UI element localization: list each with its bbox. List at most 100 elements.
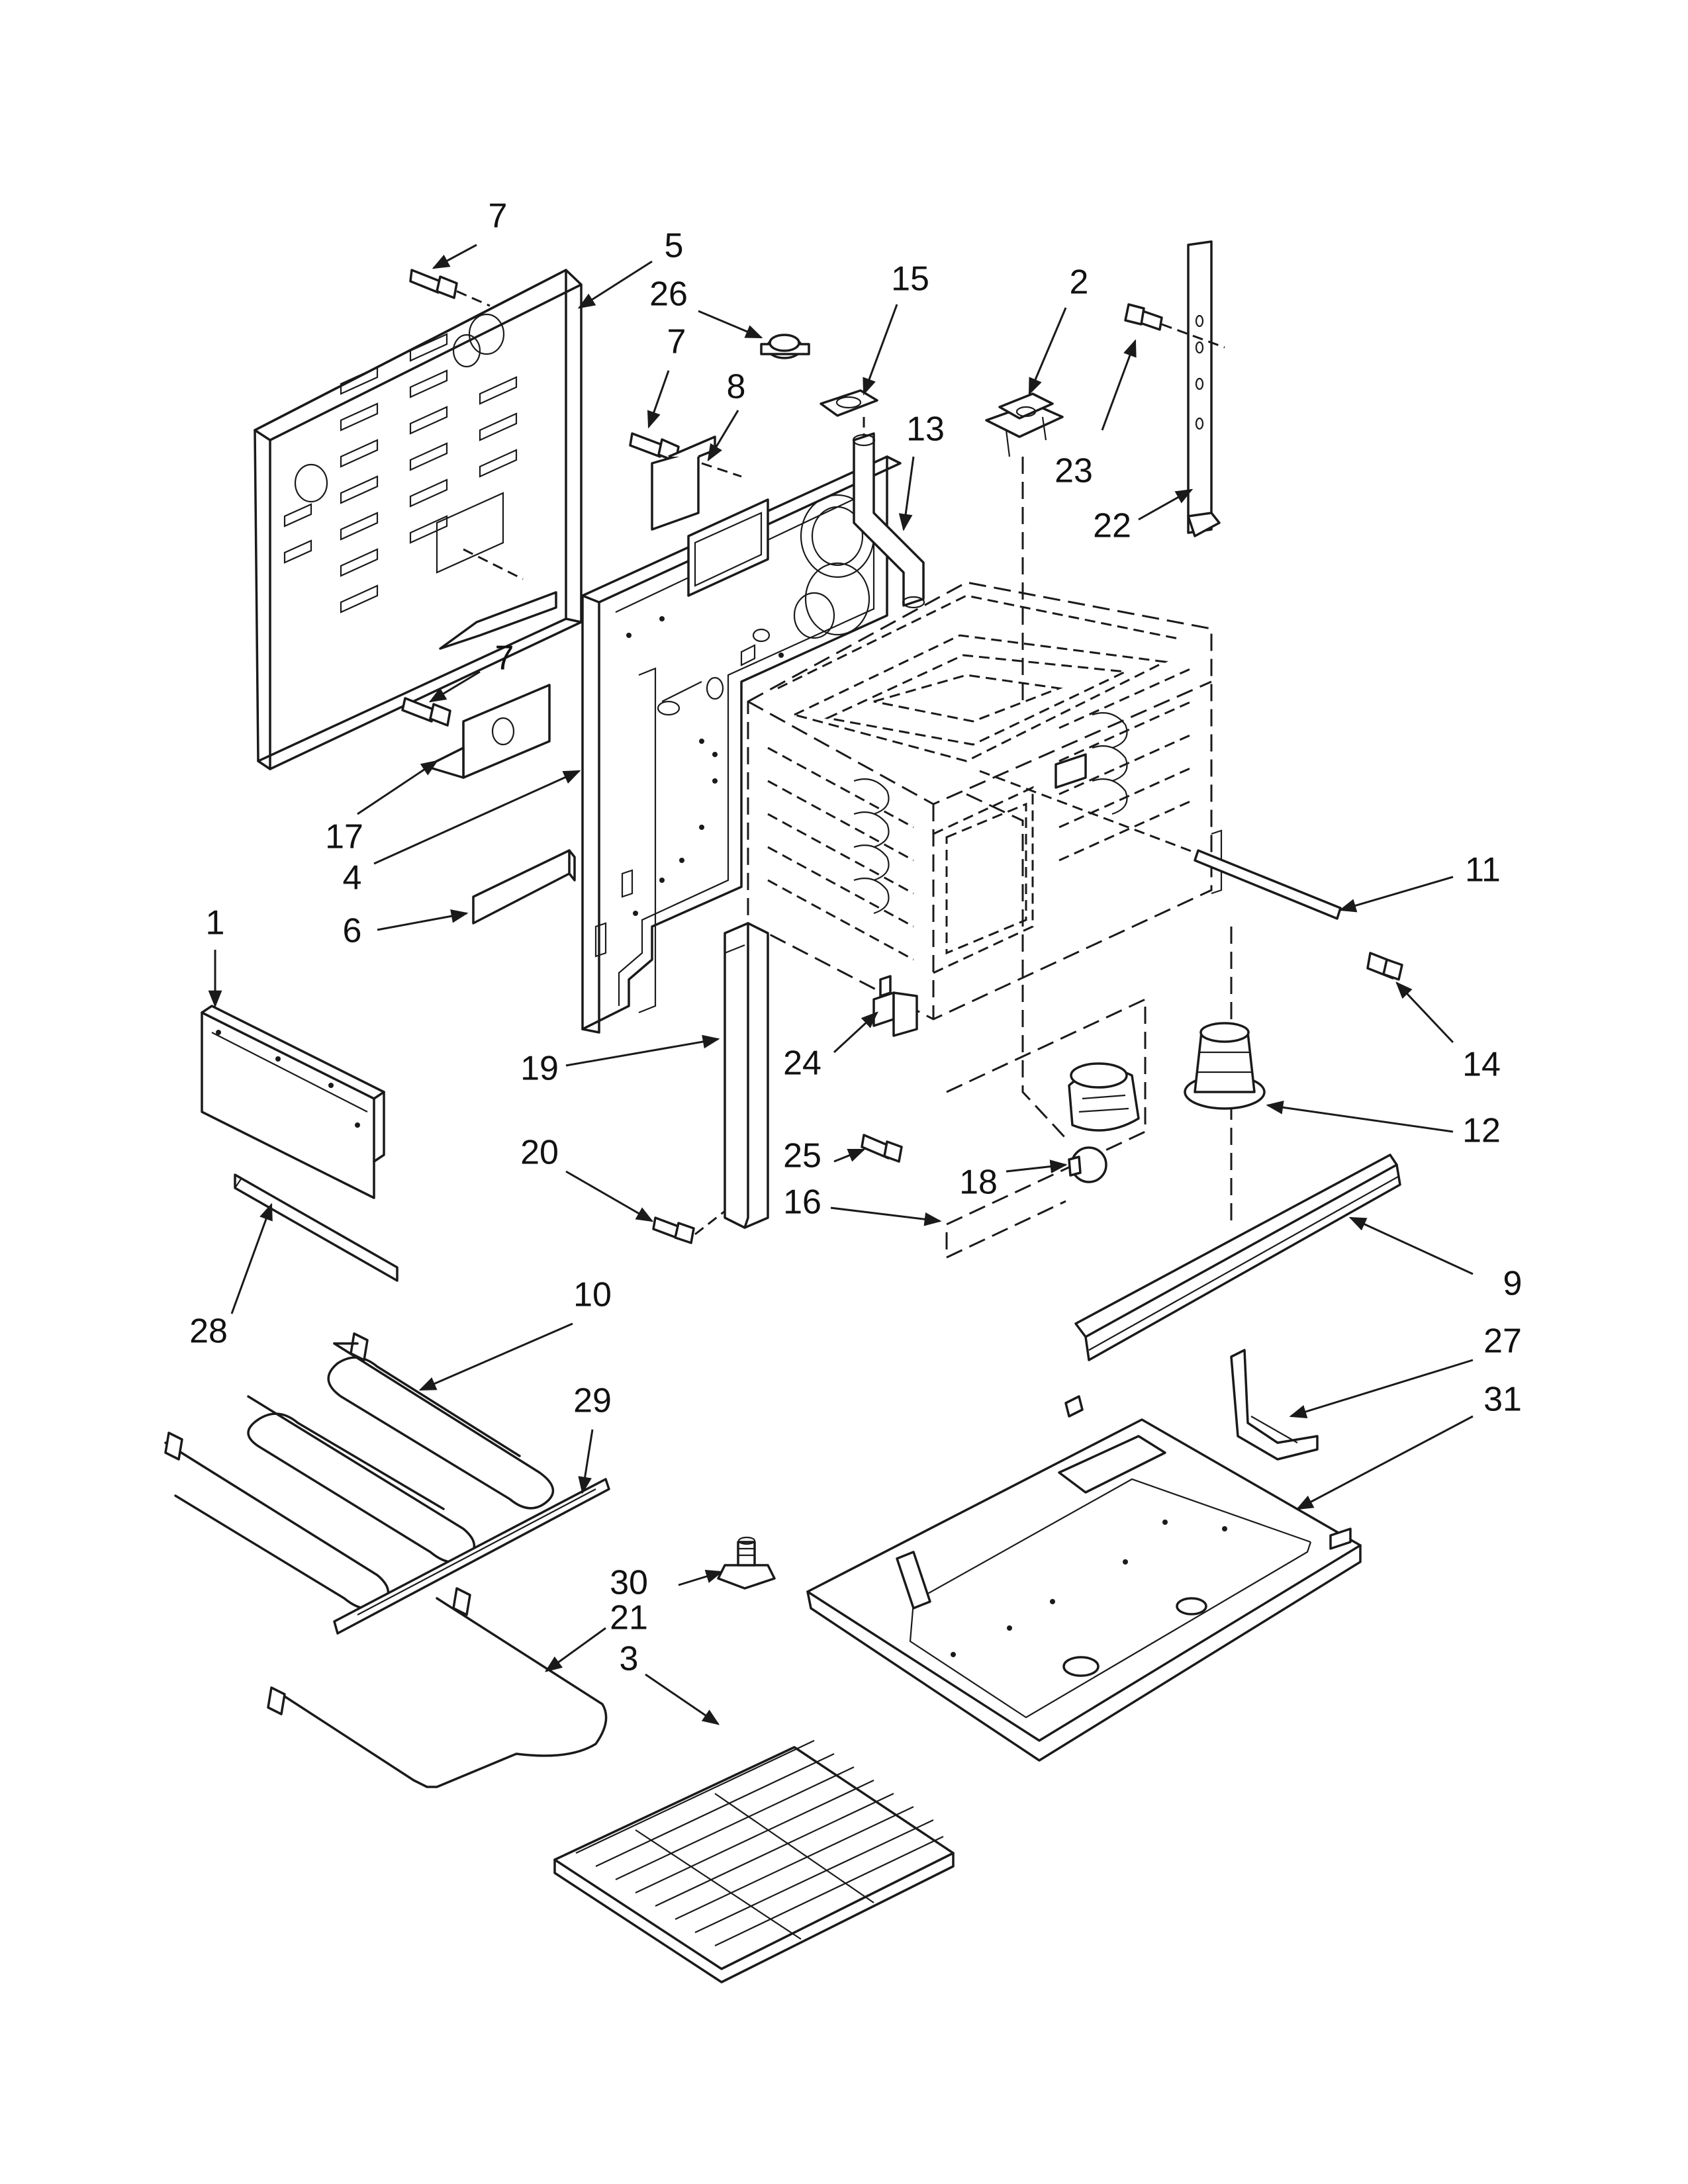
part-18-bulb — [1068, 1146, 1107, 1183]
part-29-support-rail — [333, 1478, 610, 1635]
callout-1: 1 — [206, 904, 225, 942]
callout-23: 23 — [1055, 452, 1093, 490]
leader-31 — [1295, 1415, 1474, 1510]
part-25-screw — [861, 1134, 903, 1163]
part-23-screw — [1124, 303, 1225, 349]
leader-17 — [357, 760, 439, 815]
leader-11 — [1338, 876, 1454, 913]
callout-26: 26 — [649, 275, 688, 314]
callout-6: 6 — [343, 912, 362, 950]
part-11-rod — [979, 770, 1342, 920]
leader-5 — [577, 260, 653, 309]
part-28-strip — [234, 1173, 399, 1282]
callout-25: 25 — [783, 1137, 821, 1175]
callout-4: 4 — [343, 859, 362, 897]
part-7-screw-top — [409, 269, 491, 307]
callout-9: 9 — [1503, 1265, 1523, 1303]
leader-9 — [1348, 1216, 1474, 1275]
callout-3: 3 — [620, 1640, 639, 1678]
part-5-rear-panel — [254, 269, 583, 770]
oven-cavity-assembly — [747, 457, 1233, 1224]
leader-15 — [863, 304, 898, 396]
part-16-fan-kit — [945, 997, 1147, 1259]
callout-19: 19 — [520, 1050, 559, 1088]
leader-21 — [544, 1627, 606, 1672]
callout-8: 8 — [727, 368, 746, 406]
part-27-anti-tip-bracket — [1230, 1349, 1319, 1461]
part-3-oven-rack — [553, 1740, 955, 1983]
part-22-brace — [1187, 240, 1221, 537]
callout-22: 22 — [1093, 507, 1131, 545]
part-8-bracket — [651, 435, 742, 531]
part-10-broil-element — [164, 1332, 555, 1610]
leader-4 — [373, 770, 581, 865]
callout-labels: 7 5 26 15 2 7 8 13 23 22 7 17 4 6 1 11 1… — [189, 197, 1522, 1678]
leader-14 — [1395, 981, 1454, 1044]
leader-7a — [432, 244, 477, 269]
leader-29 — [578, 1429, 594, 1494]
leader-26 — [698, 310, 763, 339]
callout-7a: 7 — [489, 197, 508, 236]
leader-7b — [647, 370, 670, 429]
leader-7c — [428, 670, 481, 703]
leader-23 — [1101, 339, 1137, 431]
callout-27: 27 — [1483, 1322, 1522, 1361]
callout-10: 10 — [573, 1276, 612, 1314]
part-7-screw-low — [401, 697, 451, 727]
part-6-strip — [472, 849, 576, 925]
callout-11: 11 — [1465, 851, 1501, 889]
part-24-switch — [872, 975, 918, 1037]
part-21-bake-element — [267, 1587, 608, 1788]
part-19-trim-strip — [724, 922, 769, 1229]
leader-12 — [1266, 1101, 1454, 1133]
callout-13: 13 — [906, 410, 945, 449]
leader-28 — [230, 1203, 273, 1314]
callout-20: 20 — [520, 1134, 559, 1172]
part-17-bracket — [429, 684, 551, 779]
leader-8 — [707, 410, 739, 462]
part-26-thermostat — [760, 334, 810, 359]
leader-27 — [1289, 1359, 1474, 1419]
leader-30 — [678, 1569, 724, 1586]
part-30-leveling-leg — [717, 1536, 776, 1590]
leader-2 — [1028, 307, 1067, 396]
callout-24: 24 — [783, 1044, 821, 1083]
part-12-light-housing — [1184, 1022, 1266, 1110]
part-31-base-pan — [806, 1395, 1362, 1762]
leader-13 — [898, 456, 915, 531]
part-13-vent-duct — [852, 417, 925, 609]
callout-7c: 7 — [495, 639, 514, 678]
leader-16 — [830, 1206, 942, 1226]
callout-18: 18 — [959, 1163, 998, 1202]
part-14-screw — [1366, 952, 1403, 981]
callout-14: 14 — [1462, 1046, 1501, 1084]
callout-28: 28 — [189, 1312, 228, 1351]
leader-lines — [208, 244, 1474, 1725]
callout-5: 5 — [665, 227, 684, 265]
leader-25 — [833, 1148, 866, 1163]
leader-24 — [833, 1011, 878, 1054]
callout-2: 2 — [1070, 263, 1089, 302]
part-2-selector — [985, 392, 1064, 457]
callout-21: 21 — [610, 1599, 648, 1637]
callout-31: 31 — [1483, 1381, 1522, 1419]
callout-17: 17 — [325, 818, 363, 856]
part-1-bracket — [201, 1005, 385, 1199]
callout-7b: 7 — [667, 323, 686, 361]
callout-16: 16 — [783, 1183, 821, 1222]
callout-12: 12 — [1462, 1112, 1501, 1150]
part-20-screw — [652, 1210, 726, 1244]
part-4-rear-frame — [581, 455, 902, 1034]
leader-22 — [1138, 488, 1194, 521]
callout-15: 15 — [891, 260, 929, 298]
part-9-toe-kick — [1074, 1154, 1401, 1361]
leader-6 — [377, 909, 469, 931]
leader-20 — [565, 1170, 654, 1222]
callout-29: 29 — [573, 1382, 612, 1420]
part-15-gasket — [820, 389, 878, 417]
leader-10 — [418, 1322, 573, 1391]
callout-30: 30 — [610, 1564, 648, 1602]
leader-18 — [1006, 1160, 1068, 1173]
leader-3 — [645, 1673, 720, 1725]
